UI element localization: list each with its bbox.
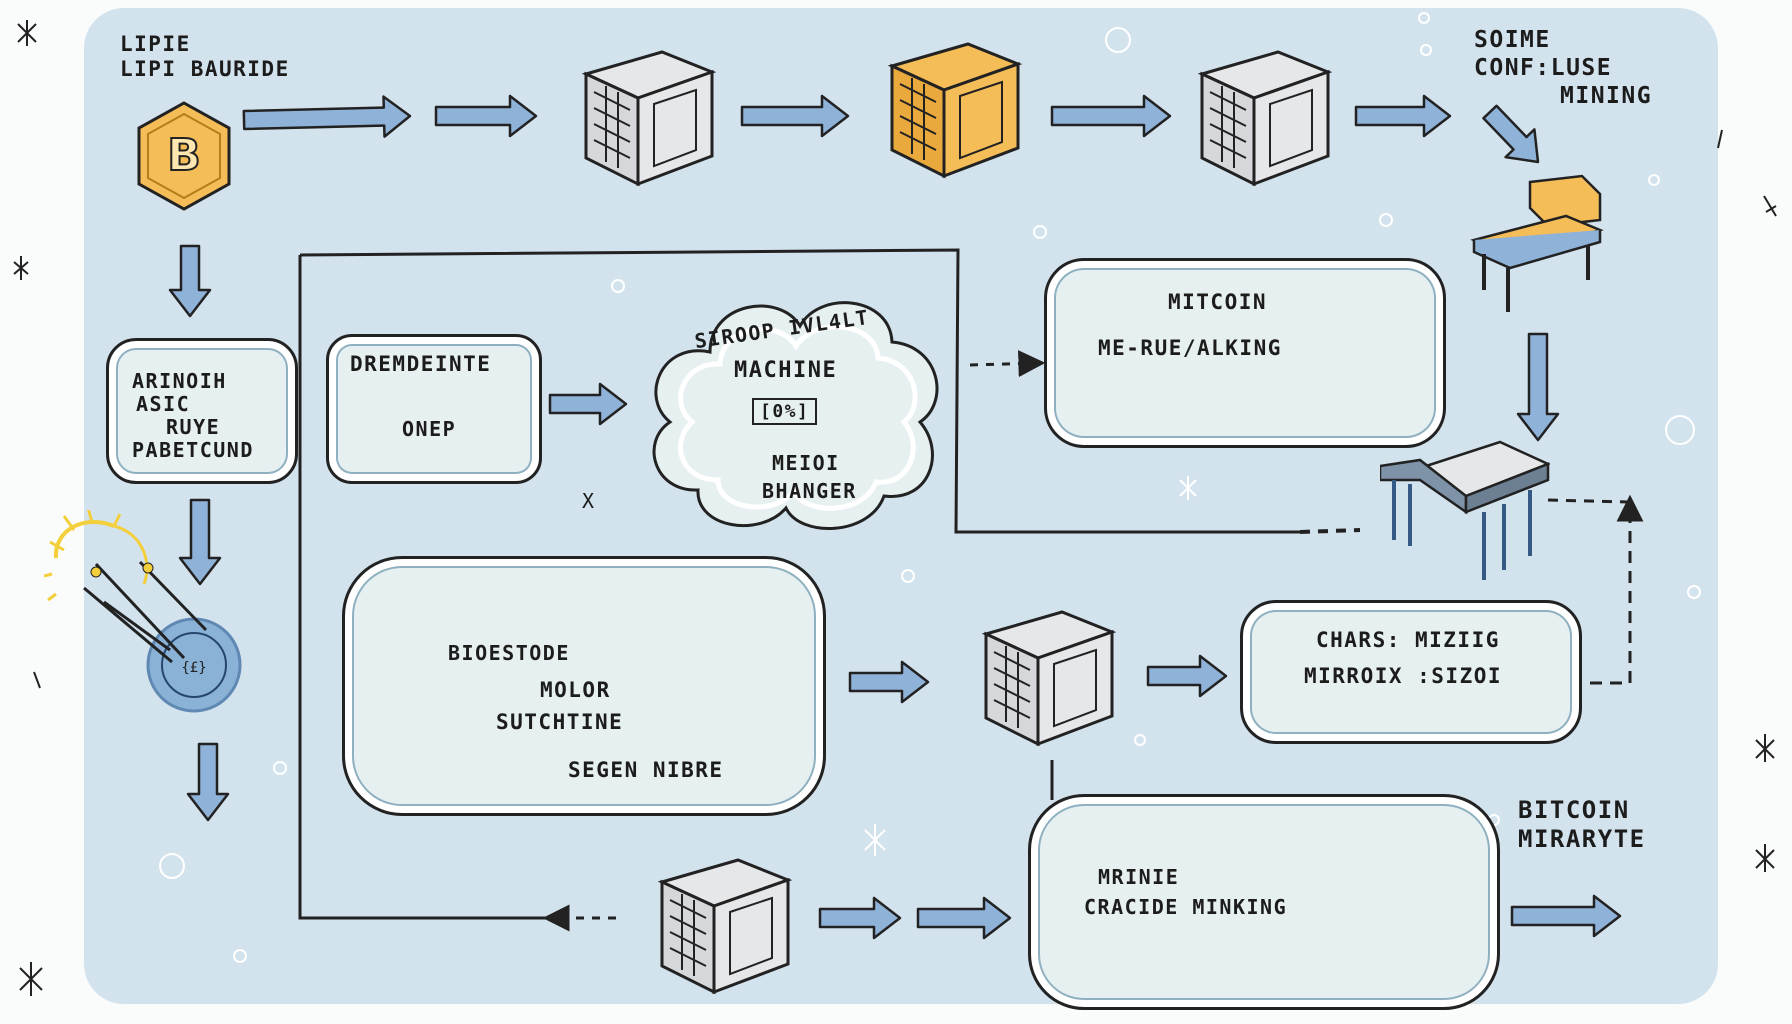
- dremdeinte-subtitle: ONEP: [402, 417, 457, 441]
- top-left-label: LIPIE LIPI BAURIDE: [120, 32, 290, 81]
- svg-text:{£}: {£}: [181, 660, 206, 676]
- mining-panel-label-1: MRINIE: [1098, 865, 1180, 889]
- loop-top-line: [299, 248, 1300, 534]
- flow-arrow: [434, 94, 538, 138]
- flow-arrow: [818, 896, 902, 940]
- big-panel-label-1: BIOESTODE: [448, 641, 570, 665]
- dremdeinte-panel: [326, 334, 542, 484]
- server-cube-icon: [654, 846, 794, 1000]
- big-panel-label-3: SUTCHTINE: [496, 710, 624, 734]
- cloud-label-bhanger: BHANGER: [762, 479, 857, 503]
- chars-panel-label-2: MIRROIX :SIZOI: [1304, 664, 1503, 688]
- flow-arrow: [1510, 894, 1622, 938]
- flow-arrow: [1482, 104, 1540, 164]
- asic-panel-label: ARINOIH ASIC RUYE PABETCUND: [132, 369, 254, 462]
- flow-arrow: [242, 95, 412, 138]
- flow-arrow: [548, 382, 628, 426]
- desk-icon: [1380, 440, 1550, 580]
- bitcoin-hexagon-icon: B: [137, 101, 231, 211]
- chars-panel: [1240, 600, 1582, 744]
- dashed-connector: [969, 350, 1046, 378]
- flow-arrow: [1516, 332, 1560, 442]
- lightbulb-icon: {£}: [44, 510, 242, 713]
- flow-arrow: [186, 742, 230, 822]
- chars-panel-label-1: CHARS: MIZIIG: [1316, 628, 1500, 652]
- doodle-marks: [13, 20, 1777, 996]
- biostode-panel: [342, 556, 826, 816]
- flow-arrow: [168, 244, 212, 318]
- bitcoin-corner-label: BITCOIN MIRARYTE: [1518, 796, 1646, 854]
- dashed-connector: [1299, 528, 1361, 534]
- mitcoin-panel: [1044, 258, 1446, 448]
- flow-arrow: [916, 896, 1012, 940]
- server-cube-icon: [978, 598, 1118, 752]
- flow-arrow: [1146, 654, 1228, 698]
- server-cube-icon: [578, 38, 718, 192]
- flow-arrow: [740, 94, 850, 138]
- x-mark: X: [582, 489, 596, 513]
- big-panel-label-2: MOLOR: [540, 678, 611, 702]
- dashed-connector: [1547, 498, 1629, 504]
- server-cube-icon: [1194, 38, 1334, 192]
- asic-panel: [106, 338, 298, 484]
- desk-icon: [1470, 174, 1604, 312]
- flow-arrow: [178, 498, 222, 586]
- mitcoin-title: MITCOIN: [1168, 290, 1268, 314]
- flow-arrow: [1354, 94, 1452, 138]
- feedback-loop-line: [298, 255, 548, 920]
- mining-panel-label-2: CRACIDE MINKING: [1084, 895, 1288, 919]
- flow-arrow: [1050, 94, 1172, 138]
- mining-panel: [1028, 794, 1500, 1010]
- server-cube-icon: [884, 30, 1024, 184]
- dremdeinte-title: DREMDEINTE: [350, 352, 492, 376]
- cloud-machine-label: MACHINE: [734, 358, 838, 383]
- top-right-label: SOIME CONF:LUSE MINING: [1474, 27, 1653, 110]
- mitcoin-subtitle: ME-RUE/ALKING: [1098, 336, 1282, 360]
- cloud-label-meioi: MEIOI: [772, 451, 840, 475]
- flow-arrow: [848, 660, 930, 704]
- big-panel-label-4: SEGEN NIBRE: [568, 758, 724, 782]
- svg-text:B: B: [167, 130, 201, 181]
- machine-cloud: [652, 301, 939, 530]
- cloud-progress-label: [0%]: [752, 398, 818, 426]
- snowflake-marks: [159, 12, 1701, 963]
- dashed-connector: [1590, 494, 1644, 685]
